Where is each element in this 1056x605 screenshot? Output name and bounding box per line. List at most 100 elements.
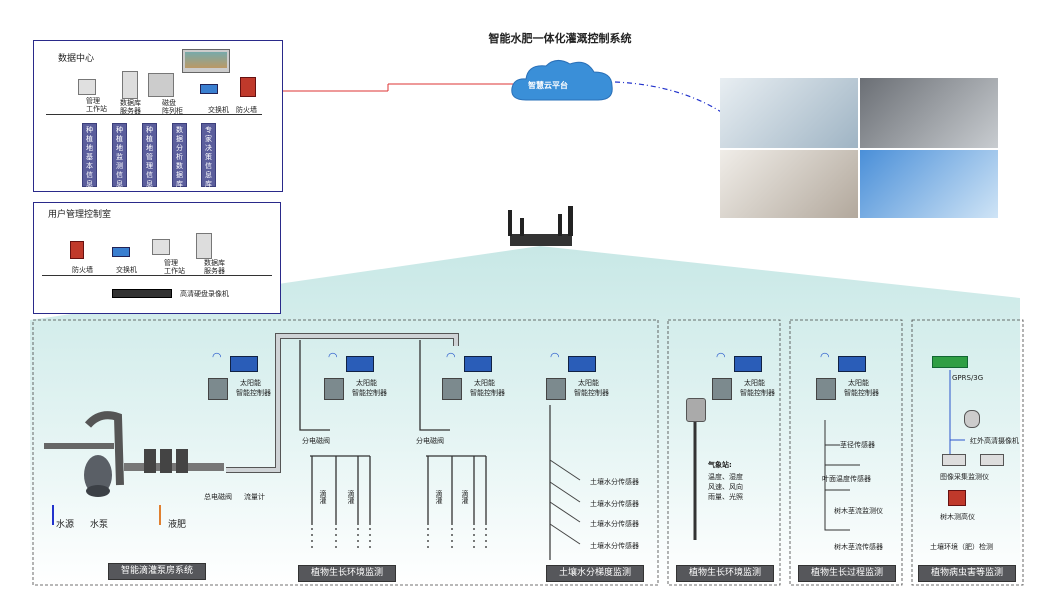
nvr-icon — [112, 289, 172, 298]
soil-sensor-label: 土壤水分传感器 — [590, 520, 639, 528]
firewall-icon — [240, 77, 256, 97]
database-box: 种植地管理信息 — [142, 123, 157, 188]
data-center-panel: 数据中心 管理 工作站 数据库 服务器 磁盘 阵列柜 交换机 防火墙 种植地基本… — [33, 40, 283, 192]
device-label: 交换机 — [208, 106, 229, 114]
city-network-photo — [860, 150, 998, 218]
flowmeter-label: 流量计 — [244, 493, 265, 501]
car-tablet-photo — [860, 78, 998, 148]
device-label: 防火墙 — [72, 266, 93, 274]
solar-label: 太阳能 — [744, 379, 765, 387]
controller-label: 智能控制器 — [574, 389, 609, 397]
solar-label: 太阳能 — [356, 379, 377, 387]
device-label: 防火墙 — [236, 106, 257, 114]
tablet-photo — [720, 78, 858, 148]
database-box: 数据分析数据库 — [172, 123, 187, 188]
spore-meter-label: 树木测高仪 — [940, 513, 975, 521]
workstation-icon — [78, 79, 96, 95]
camera-icon — [942, 454, 966, 466]
soil-sensor-label: 土壤水分传感器 — [590, 500, 639, 508]
section-label: 土壤水分梯度监测 — [546, 565, 644, 582]
recorder-label: 高清硬盘录像机 — [180, 290, 229, 298]
controller-label: 智能控制器 — [740, 389, 775, 397]
section-label: 植物生长过程监测 — [798, 565, 896, 582]
db-server-icon — [196, 233, 212, 259]
controller-label: 智能控制器 — [236, 389, 271, 397]
controller-label: 智能控制器 — [352, 389, 387, 397]
user-room-label: 用户管理控制室 — [48, 210, 112, 220]
wifi-icon: ◠ — [820, 350, 830, 363]
section-label: 植物病虫害等监测 — [918, 565, 1016, 582]
device-label: 磁盘 阵列柜 — [162, 99, 183, 115]
controller-box-icon — [208, 378, 228, 400]
valve-label: 分电磁阀 — [302, 437, 330, 445]
solar-panel-icon — [568, 356, 596, 372]
pump-label: 水泵 — [90, 520, 109, 530]
solar-panel-icon — [464, 356, 492, 372]
weather-title: 气象站: — [708, 461, 732, 469]
wifi-icon: ◠ — [716, 350, 726, 363]
section-label: 植物生长环境监测 — [676, 565, 774, 582]
switch-icon — [112, 247, 130, 257]
user-control-room-panel: 用户管理控制室 防火墙 交换机 管理 工作站 数据库 服务器 高清硬盘录像机 — [33, 202, 281, 314]
database-box: 种植地基本信息 — [82, 123, 97, 188]
wall-display — [182, 49, 230, 73]
network-bus — [46, 114, 262, 115]
drip-label: 滴灌 — [461, 490, 469, 504]
device-label: 交换机 — [116, 266, 137, 274]
network-bus — [42, 275, 272, 276]
wifi-icon: ◠ — [328, 350, 338, 363]
device-label: 数据库 服务器 — [204, 259, 225, 275]
gprs-module-icon — [932, 356, 968, 368]
data-center-label: 数据中心 — [58, 54, 95, 64]
main-valve-label: 总电磁阀 — [204, 493, 232, 501]
sap-meter-label: 树木茎流监测仪 — [834, 507, 883, 515]
solar-label: 太阳能 — [578, 379, 599, 387]
image-meter-label: 图像采集监测仪 — [940, 473, 989, 481]
diagram-title: 智能水肥一体化灌溉控制系统 — [488, 32, 632, 45]
workstation-icon — [152, 239, 170, 255]
controller-box-icon — [546, 378, 566, 400]
dome-camera-icon — [964, 410, 980, 428]
soil-sensor-label: 土壤水分传感器 — [590, 542, 639, 550]
weather-items: 温度、湿度 风速、风向 雨量、光照 — [708, 473, 743, 501]
soil-sensor-label: 土壤水分传感器 — [590, 478, 639, 486]
weather-station-icon — [686, 398, 706, 422]
controller-box-icon — [816, 378, 836, 400]
wifi-icon: ◠ — [446, 350, 456, 363]
pump-station-icon — [44, 411, 224, 497]
trunk-sensor-label: 树木茎流传感器 — [834, 543, 883, 551]
drip-label: 滴灌 — [347, 490, 355, 504]
disk-array-icon — [148, 73, 174, 97]
section-label: 智能滴灌泵房系统 — [108, 563, 206, 580]
wifi-icon: ◠ — [212, 350, 222, 363]
database-box: 种植地监测信息 — [112, 123, 127, 188]
controller-box-icon — [442, 378, 462, 400]
router-icon — [508, 206, 573, 246]
solar-label: 太阳能 — [240, 379, 261, 387]
drip-label: 滴灌 — [435, 490, 443, 504]
device-label: 数据库 服务器 — [120, 99, 141, 115]
controller-box-icon — [324, 378, 344, 400]
water-source-label: 水源 — [56, 520, 75, 530]
solar-panel-icon — [346, 356, 374, 372]
ir-camera-label: 红外高清摄像机 — [970, 437, 1019, 445]
db-server-icon — [122, 71, 138, 99]
controller-box-icon — [712, 378, 732, 400]
switch-icon — [200, 84, 218, 94]
cloud-icon — [511, 60, 613, 101]
solar-panel-icon — [230, 356, 258, 372]
drip-label: 滴灌 — [319, 490, 327, 504]
solar-label: 太阳能 — [848, 379, 869, 387]
valve-label: 分电磁阀 — [416, 437, 444, 445]
device-label: 管理 工作站 — [164, 259, 185, 275]
device-label: 管理 工作站 — [86, 97, 107, 113]
stem-sensor-label: 茎径传感器 — [840, 441, 875, 449]
solar-panel-icon — [838, 356, 866, 372]
controller-label: 智能控制器 — [470, 389, 505, 397]
fertilizer-label: 液肥 — [168, 520, 187, 530]
database-box: 专家决策信息库 — [201, 123, 216, 188]
laptop-photo — [720, 150, 858, 218]
camera-icon — [980, 454, 1004, 466]
controller-label: 智能控制器 — [844, 389, 879, 397]
